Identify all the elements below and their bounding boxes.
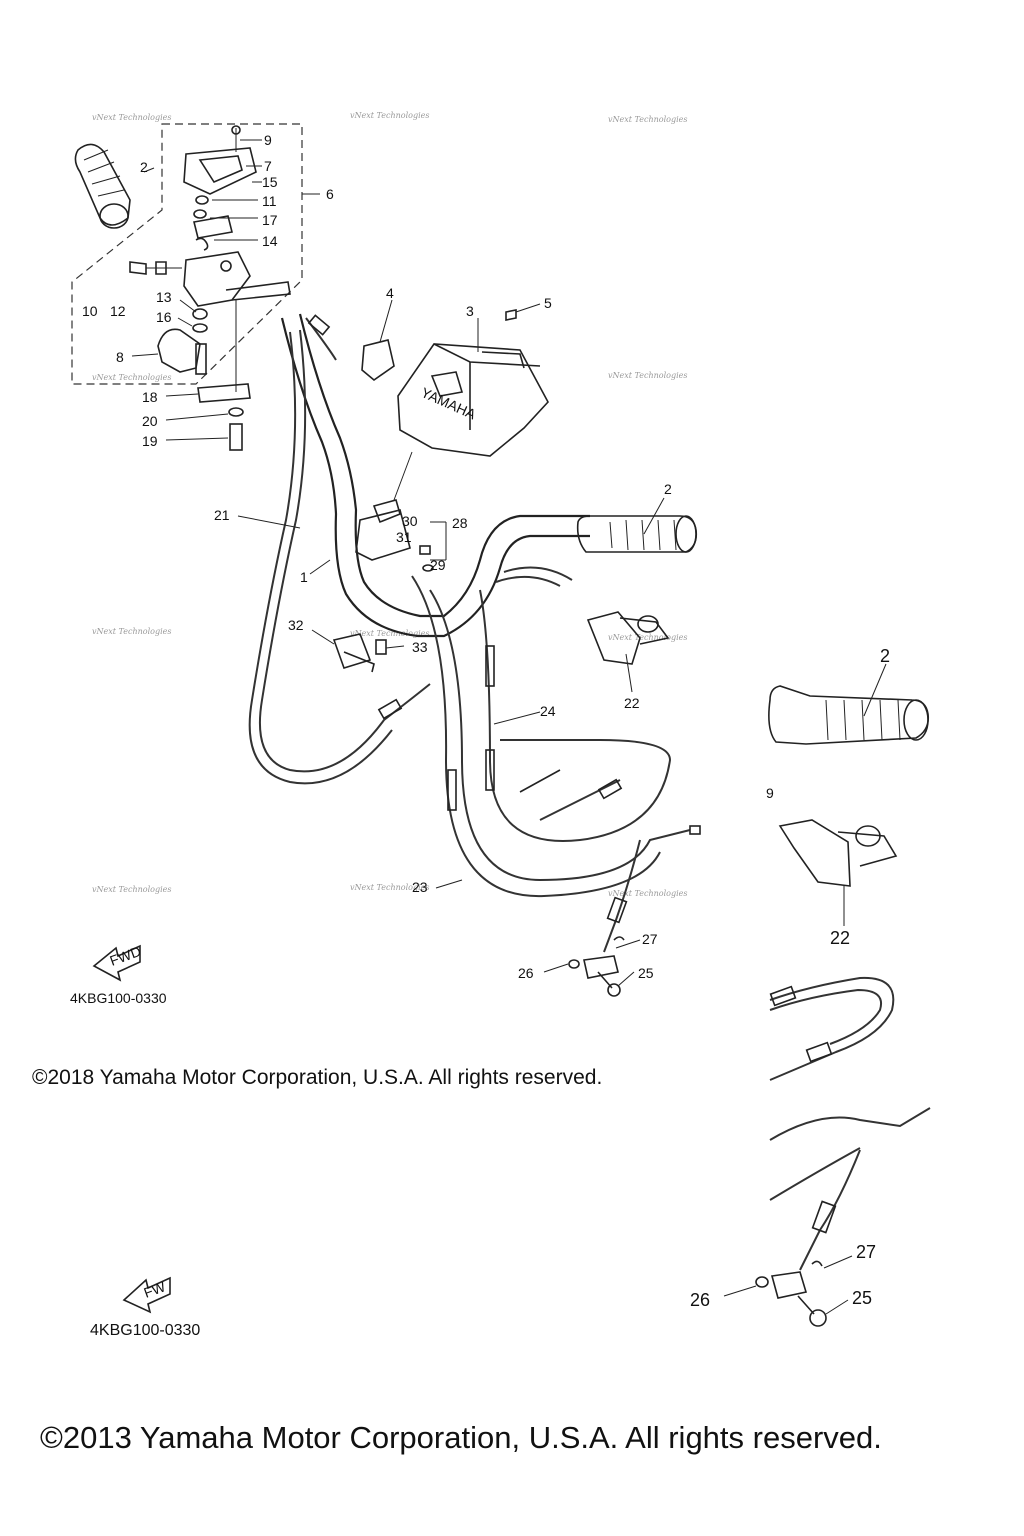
callout-31: 31: [396, 529, 412, 545]
watermark: vNext Technologies: [92, 885, 171, 894]
copyright-2018: ©2018 Yamaha Motor Corporation, U.S.A. A…: [32, 1066, 603, 1089]
callout-25: 25: [638, 965, 654, 981]
callout-15: 15: [262, 174, 278, 190]
callout-3: 3: [466, 303, 474, 319]
callout-13: 13: [156, 289, 172, 305]
callout-2-enlarged: 2: [880, 646, 890, 666]
fwd-arrow-partial: FW: [122, 1276, 171, 1314]
fwd-label: FWD: [108, 943, 143, 969]
callout-11: 11: [262, 193, 277, 209]
fwd-arrow: FWD: [92, 943, 143, 982]
throttle-small-parts: [193, 195, 233, 251]
throttle-lever: [157, 328, 207, 375]
watermarks: vNext Technologies vNext Technologies vN…: [92, 111, 687, 898]
callout-8: 8: [116, 349, 124, 365]
watermark: vNext Technologies: [92, 373, 171, 382]
watermark: vNext Technologies: [608, 371, 687, 380]
callout-29: 29: [430, 557, 446, 573]
cable-enlarged: [769, 976, 895, 1081]
callout-17: 17: [262, 212, 278, 228]
watermark: vNext Technologies: [92, 113, 171, 122]
callout-21: 21: [214, 507, 230, 523]
callout-7: 7: [264, 158, 272, 174]
callout-24: 24: [540, 703, 556, 719]
watermark: vNext Technologies: [350, 883, 429, 892]
watermark: vNext Technologies: [92, 627, 171, 636]
right-grip-main: [576, 515, 698, 553]
copyright-2013: ©2013 Yamaha Motor Corporation, U.S.A. A…: [40, 1420, 882, 1455]
callout-20: 20: [142, 413, 158, 429]
watermark: vNext Technologies: [608, 115, 687, 124]
reverse-switch-22: [586, 611, 670, 665]
callout-33: 33: [412, 639, 428, 655]
washers-13-16: [192, 308, 208, 333]
throttle-cables: [411, 566, 691, 898]
diagram-code: 4KBG100-0330: [70, 990, 167, 1006]
callout-9-partial: 9: [766, 785, 774, 801]
callout-4: 4: [386, 285, 394, 301]
throttle-cover: [183, 125, 257, 195]
throttle-housing: [183, 251, 291, 392]
callout-27: 27: [642, 931, 658, 947]
callout-30: 30: [402, 513, 418, 529]
callout-19: 19: [142, 433, 158, 449]
handlebar: [280, 313, 590, 638]
clutch-cable-21: [248, 314, 431, 785]
watermark: vNext Technologies: [608, 633, 687, 642]
callout-14: 14: [262, 233, 278, 249]
callout-10: 10: [82, 303, 98, 319]
watermark: vNext Technologies: [350, 629, 429, 638]
watermark: vNext Technologies: [608, 889, 687, 898]
carb-linkage: [568, 825, 701, 997]
diagram-code-large: 4KBG100-0330: [90, 1322, 201, 1339]
callout-22-enlarged: 22: [830, 928, 850, 948]
callout-26: 26: [518, 965, 534, 981]
left-grip: [74, 143, 131, 229]
callout-27-enlarged: 27: [856, 1242, 876, 1262]
callout-labels: 2 9 7 15 6 11 17 14 10 12 13 16 8 18 20 …: [82, 132, 672, 981]
screws-10-12: [129, 261, 182, 275]
callout-26-enlarged: 26: [690, 1290, 710, 1310]
callout-25-enlarged: 25: [852, 1288, 872, 1308]
leader-lines: [131, 139, 665, 987]
watermark: vNext Technologies: [350, 111, 429, 120]
engine-stop-switch: [355, 499, 434, 572]
callout-18: 18: [142, 389, 158, 405]
callout-32: 32: [288, 617, 304, 633]
callout-5: 5: [544, 295, 552, 311]
fwd-label-partial: FW: [142, 1278, 169, 1301]
callout-2: 2: [140, 159, 148, 175]
carb-linkage-enlarged: 27 25 26: [690, 1107, 931, 1327]
callout-2: 2: [664, 481, 672, 497]
callout-16: 16: [156, 309, 172, 325]
callout-6: 6: [326, 186, 334, 202]
callout-23: 23: [412, 879, 428, 895]
callout-22: 22: [624, 695, 640, 711]
callout-28: 28: [452, 515, 468, 531]
reverse-switch-22-enlarged: 22: [778, 819, 898, 948]
handlebar-cover: YAMAHA: [361, 309, 549, 501]
switch-bracket: [332, 633, 387, 673]
callout-1: 1: [300, 569, 308, 585]
callout-9: 9: [264, 132, 272, 148]
lower-bracket-parts: [197, 383, 251, 451]
right-grip-enlarged: 2 9: [766, 646, 930, 801]
callout-12: 12: [110, 303, 126, 319]
